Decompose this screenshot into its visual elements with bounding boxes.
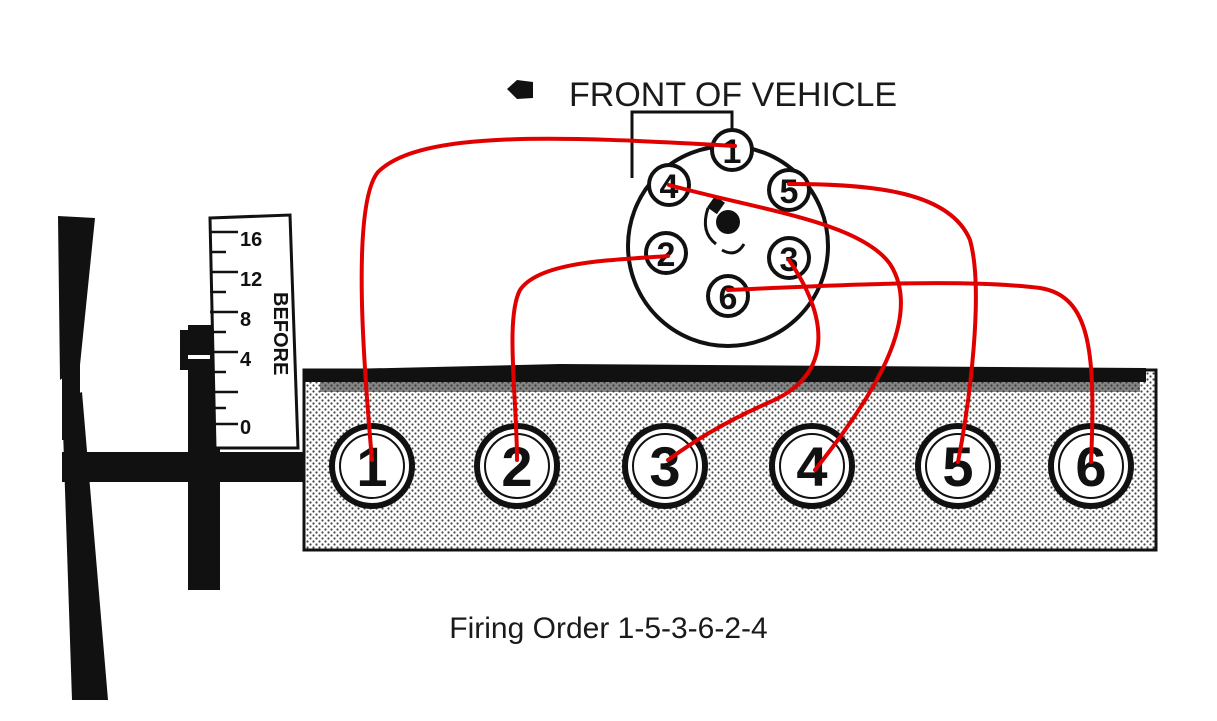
cylinder-4-label: 4 [796,435,827,498]
front-arrow-icon [507,80,533,99]
front-of-vehicle-label: FRONT OF VEHICLE [569,76,897,114]
engine-block [302,364,1158,552]
cylinder-5: 5 [915,423,1001,509]
wire-2 [510,254,670,462]
wire-6 [726,281,1095,464]
wire-4 [667,183,903,472]
timing-mark-4: 4 [240,349,252,371]
cylinder-1: 1 [329,423,415,509]
front-of-vehicle-indicator: FRONT OF VEHICLE [507,76,897,114]
cylinder-3-label: 3 [649,435,680,498]
cylinder-3: 3 [622,423,708,509]
wire-1 [359,136,737,462]
svg-text:5: 5 [780,173,799,211]
cylinder-row: 1 2 3 4 5 6 [329,423,1134,509]
distributor-terminal-6: 6 [706,274,750,318]
svg-text:6: 6 [719,279,738,317]
wire-3 [666,258,821,462]
distributor-terminal-2: 2 [644,231,688,275]
distributor-terminal-5: 5 [767,168,811,212]
crankshaft-pulley [58,216,307,700]
distributor-cap: 1 4 5 2 3 6 [626,110,830,348]
timing-mark-16: 16 [240,229,262,251]
spark-plug-wires [359,136,1095,472]
timing-mark-8: 8 [240,309,251,331]
wire-5 [787,182,978,464]
timing-scale-side-label: BEFORE [269,292,291,375]
timing-scale: 16 12 8 4 0 BEFORE [208,213,300,450]
firing-order-caption: Firing Order 1-5-3-6-2-4 [449,612,768,645]
timing-mark-12: 12 [240,269,262,291]
cylinder-5-label: 5 [942,435,973,498]
timing-mark-0: 0 [240,417,251,439]
svg-text:1: 1 [723,133,742,171]
distributor-terminal-1: 1 [710,128,754,172]
